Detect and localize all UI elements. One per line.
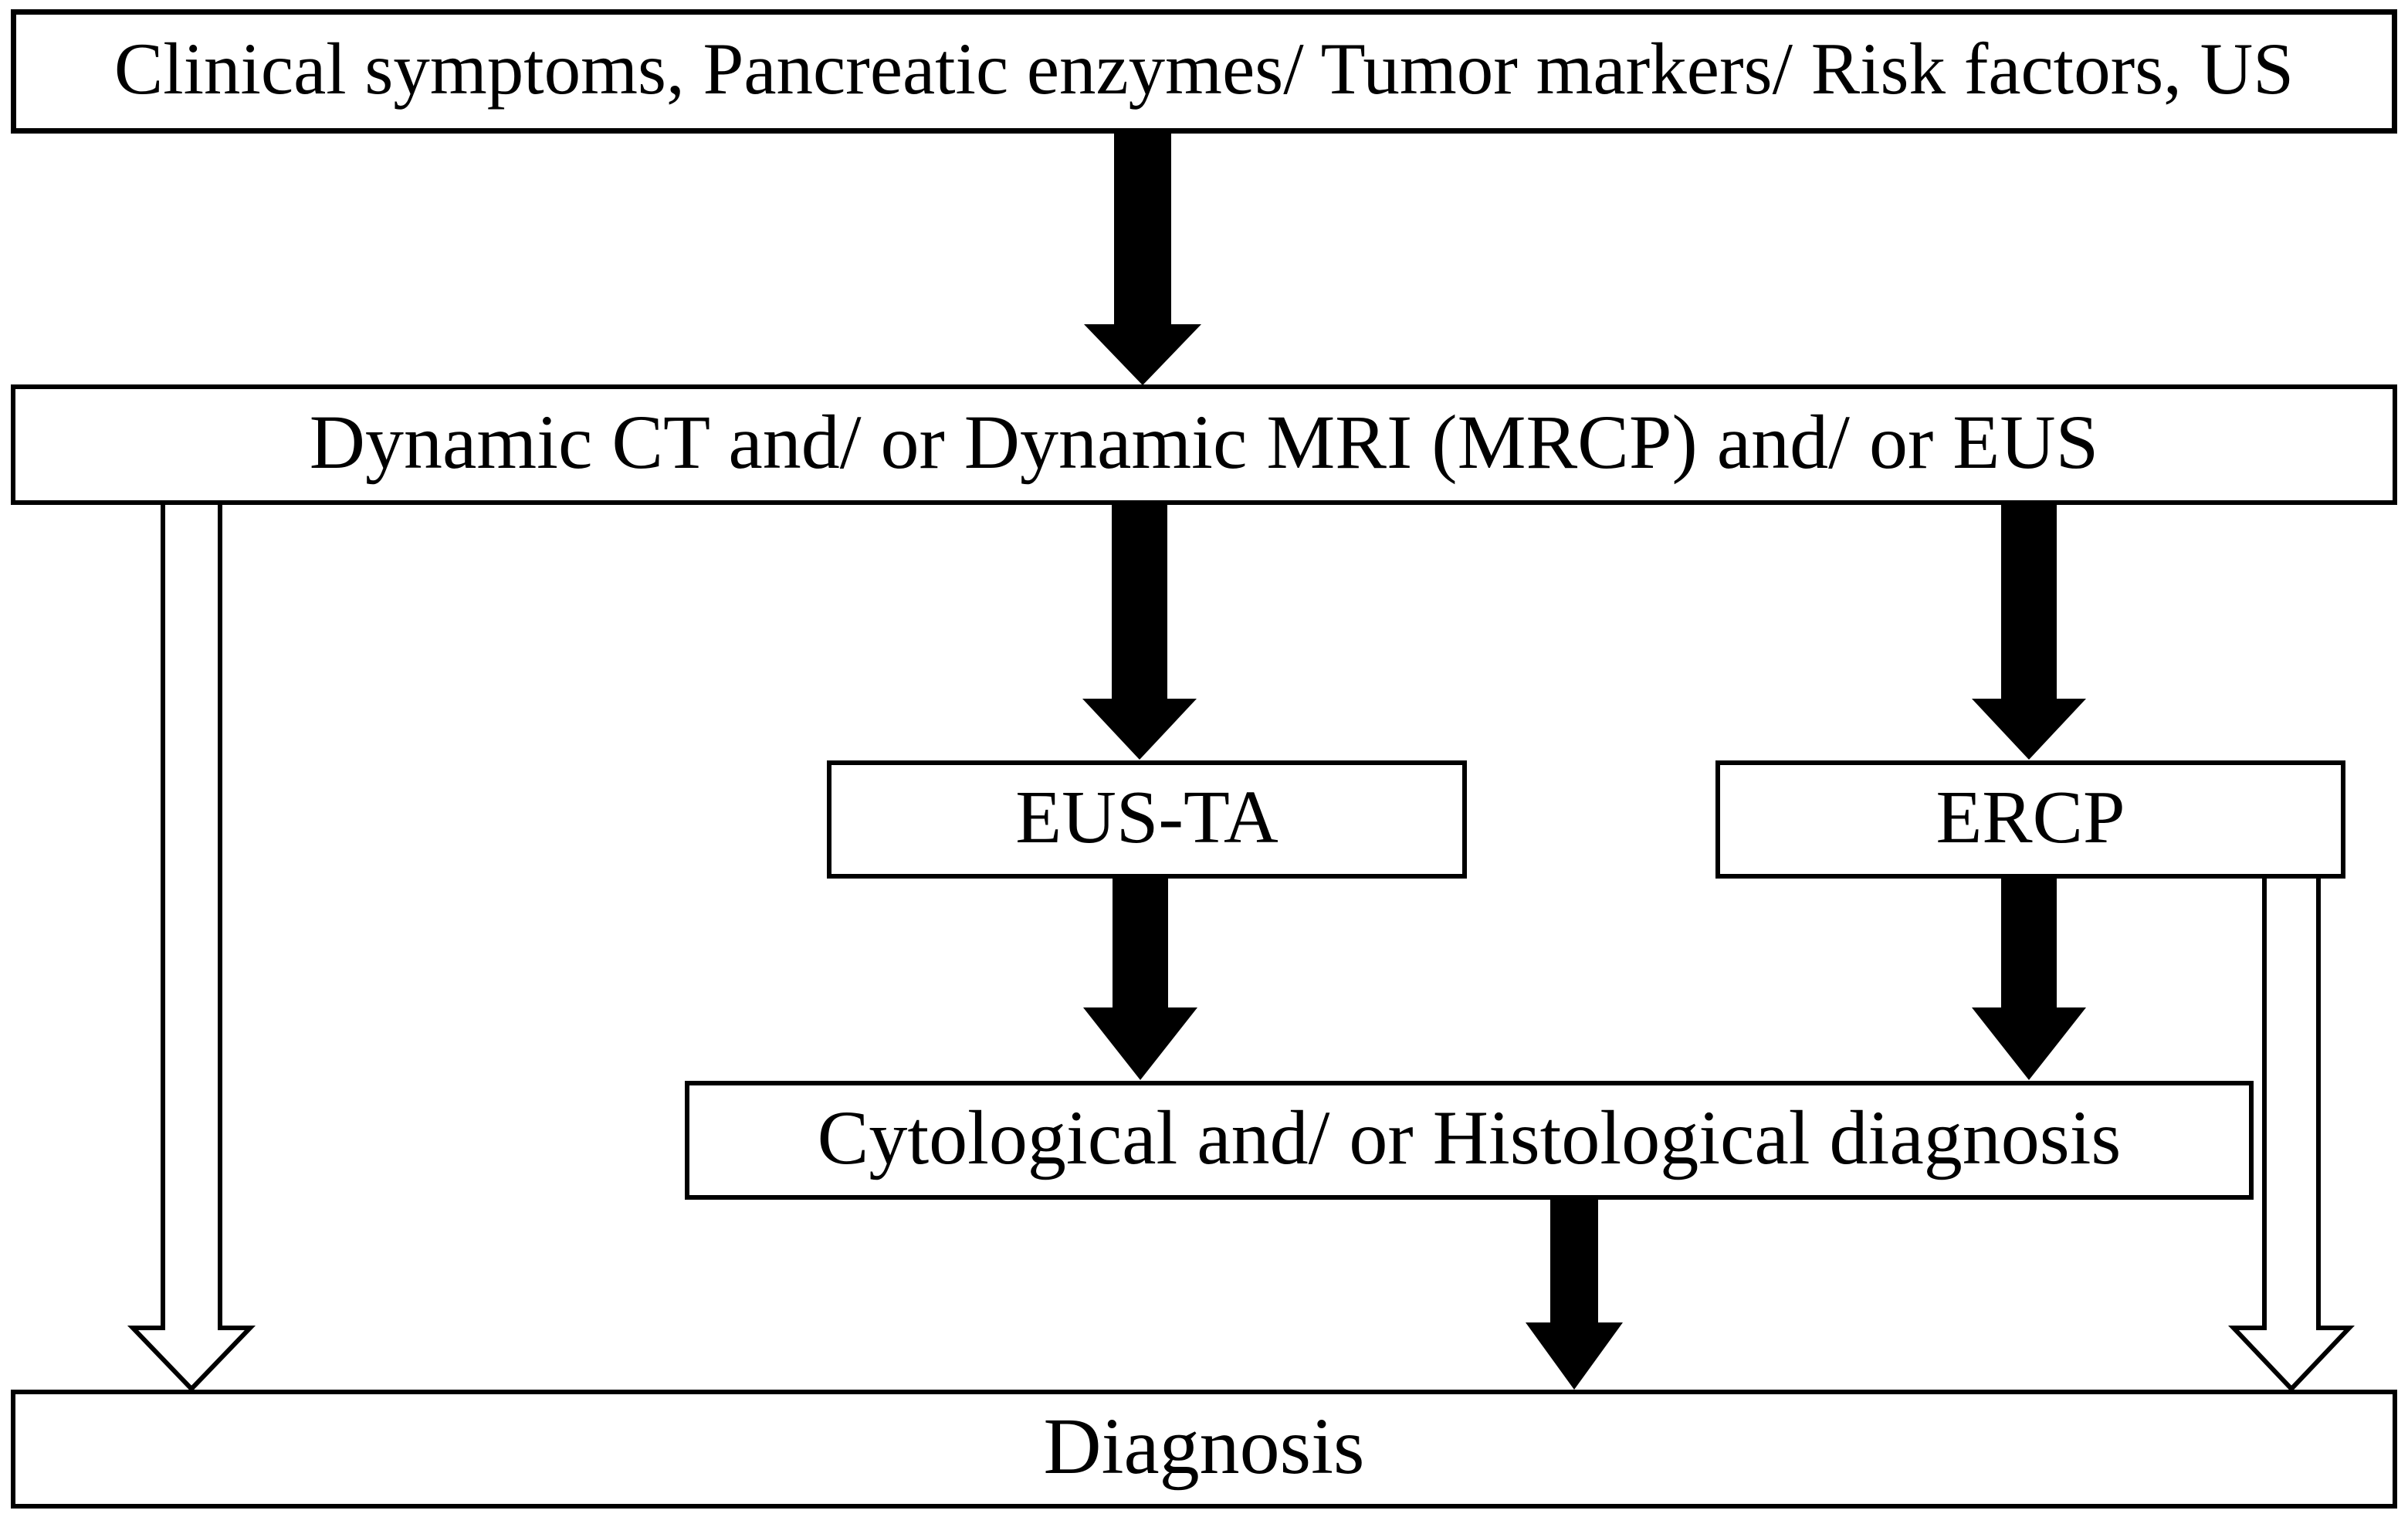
node-clinical-symptoms: Clinical symptoms, Pancreatic enzymes/ T… <box>11 9 2397 134</box>
arrow-imaging-to-eus-ta-down-arrow-icon <box>1082 502 1197 760</box>
arrow-imaging-to-ercp-down-arrow-icon <box>1972 502 2086 760</box>
node-dynamic-imaging-label: Dynamic CT and/ or Dynamic MRI (MRCP) an… <box>309 399 2099 485</box>
arrow-ercp-to-cytology-down-arrow-icon <box>1972 876 2086 1080</box>
node-diagnosis: Diagnosis <box>11 1390 2397 1509</box>
node-dynamic-imaging: Dynamic CT and/ or Dynamic MRI (MRCP) an… <box>11 384 2397 505</box>
node-eus-ta: EUS-TA <box>827 760 1467 879</box>
arrow-imaging-to-diagnosis-outline-down-arrow-icon <box>127 498 256 1393</box>
node-cytological-histological-diagnosis-label: Cytological and/ or Histological diagnos… <box>817 1095 2122 1180</box>
arrow-symptoms-to-imaging-down-arrow-icon <box>1084 131 1201 385</box>
arrow-cytology-to-diagnosis-down-arrow-icon <box>1526 1197 1623 1390</box>
node-eus-ta-label: EUS-TA <box>1015 775 1279 859</box>
node-ercp: ERCP <box>1715 760 2345 879</box>
node-cytological-histological-diagnosis: Cytological and/ or Histological diagnos… <box>685 1081 2254 1200</box>
node-diagnosis-label: Diagnosis <box>1043 1402 1365 1491</box>
arrow-ercp-to-diagnosis-outline-down-arrow-icon <box>2228 873 2355 1393</box>
node-clinical-symptoms-label: Clinical symptoms, Pancreatic enzymes/ T… <box>113 28 2295 110</box>
node-ercp-label: ERCP <box>1936 775 2125 859</box>
arrow-eus-ta-to-cytology-down-arrow-icon <box>1083 876 1197 1080</box>
